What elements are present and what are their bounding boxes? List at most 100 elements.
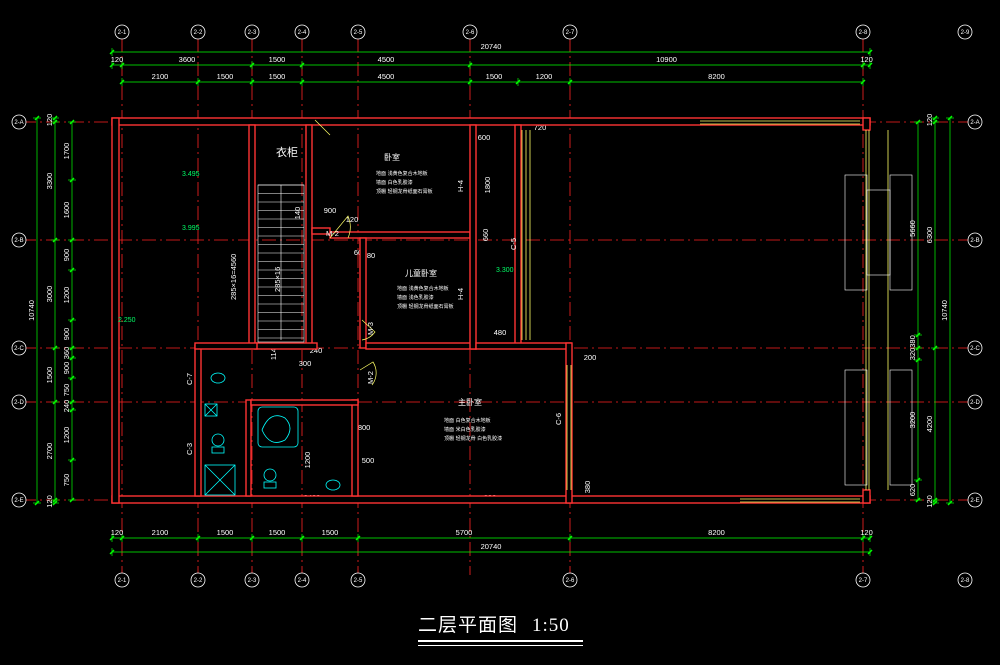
wall-bath-top2 <box>250 399 359 406</box>
window-label-c3: C-3 <box>185 443 194 455</box>
axis-top-2-label: 2-3 <box>248 30 257 36</box>
axis-bottom-4-label: 2-5 <box>354 578 363 584</box>
axis-bottom-7 <box>957 572 973 588</box>
toilet-icon-2 <box>263 468 277 482</box>
small-dim-11: 600 <box>478 133 491 142</box>
door-label-m3: M-3 <box>366 322 375 335</box>
left-inner-10: 750 <box>62 474 71 487</box>
title-text: 二层平面图 <box>418 614 519 636</box>
left-inner-1: 1600 <box>62 202 71 219</box>
axis-top-8-label: 2-9 <box>961 30 970 36</box>
small-dim-15: 380 <box>583 481 592 494</box>
windows <box>521 120 889 503</box>
label-h4b: H-4 <box>456 288 465 300</box>
left-inner-6: 900 <box>62 362 71 375</box>
master-note-2: 顶棚 轻钢龙骨 白色乳胶漆 <box>444 435 502 442</box>
top-row2-0: 2100 <box>152 72 169 81</box>
axis-left-1-label: 2-B <box>14 238 23 244</box>
wall-right-top <box>862 117 871 131</box>
small-dim-13: 720 <box>534 123 547 132</box>
axis-bottom-3 <box>294 572 310 588</box>
axis-top-6 <box>562 24 578 40</box>
staircase <box>257 184 305 343</box>
axis-right-3 <box>967 394 983 410</box>
wall-bath-outer <box>194 344 202 497</box>
sink-icon <box>210 372 226 384</box>
right-inner-0: 5660 <box>908 220 917 237</box>
left-inner-8: 240 <box>62 400 71 413</box>
kids-note-2: 顶棚 轻钢龙骨纸面石膏板 <box>397 303 454 310</box>
axis-top-3-label: 2-4 <box>298 30 307 36</box>
axis-right-0-label: 2-A <box>970 120 979 126</box>
top-row1-1: 3600 <box>179 55 196 64</box>
window-label-c6: C-6 <box>554 413 563 425</box>
wall-kids-bottom <box>365 342 477 350</box>
top-row2-1: 1500 <box>217 72 234 81</box>
axis-right-0 <box>967 114 983 130</box>
wall-right-bottom <box>862 489 871 504</box>
wall-master-top <box>475 342 572 350</box>
axis-top-4 <box>350 24 366 40</box>
wall-left <box>111 117 120 504</box>
balcony-planters <box>844 174 913 486</box>
walls <box>111 117 871 504</box>
top-row2-6: 8200 <box>708 72 725 81</box>
axis-left-0 <box>11 114 27 130</box>
wall-c5 <box>514 124 522 346</box>
wall-corridor <box>311 227 331 235</box>
small-dim-5: 60 <box>354 248 362 257</box>
axis-bottom-2 <box>244 572 260 588</box>
top-row1-2: 1500 <box>269 55 286 64</box>
kids-note-0: 地面 浅黄色复合木地板 <box>397 285 449 292</box>
window-label-c5: C-5 <box>509 238 518 250</box>
axis-bottom-1-label: 2-2 <box>194 578 203 584</box>
right-inner-2: 320 <box>908 348 917 361</box>
axis-bottom-0 <box>114 572 130 588</box>
right-outer-2: 4200 <box>925 416 934 433</box>
sink-icon-2 <box>325 479 341 491</box>
small-dim-1: 900 <box>324 206 337 215</box>
wall-kids-left <box>359 237 367 349</box>
left-inner-4: 900 <box>62 328 71 341</box>
wall-master-right <box>565 342 573 504</box>
window-label-c7: C-7 <box>185 373 194 385</box>
top-row2-5: 1200 <box>536 72 553 81</box>
small-dim-3: 140 <box>293 207 302 220</box>
left-outer-0: 120 <box>45 114 54 127</box>
left-inner-3: 1200 <box>62 287 71 304</box>
small-dim-18: 1200 <box>303 452 312 469</box>
left-outer-5: 120 <box>45 495 54 508</box>
small-dim-19: 1800 <box>354 423 371 432</box>
right-inner-1: 380 <box>908 335 917 348</box>
axis-bottom-5 <box>562 572 578 588</box>
wall-bath-mid <box>245 399 252 497</box>
axis-left-1 <box>11 232 27 248</box>
small-dim-2: 120 <box>346 215 359 224</box>
axis-left-2-label: 2-C <box>14 346 24 352</box>
axis-bottom-2-label: 2-3 <box>248 578 257 584</box>
bottom-row1-6: 8200 <box>708 528 725 537</box>
small-dim-9: 1800 <box>483 177 492 194</box>
axis-top-8 <box>957 24 973 40</box>
level-mark-4: 2.250 <box>118 317 136 324</box>
wall-stair-right <box>305 124 313 348</box>
bottom-row1-2: 1500 <box>217 528 234 537</box>
axis-bottom-7-label: 2-8 <box>961 578 970 584</box>
axis-top-0 <box>114 24 130 40</box>
axis-right-1 <box>967 232 983 248</box>
axis-left-3-label: 2-D <box>14 400 24 406</box>
axis-top-6-label: 2-7 <box>566 30 575 36</box>
room-bedroom: 卧室 <box>384 152 400 162</box>
top-total-0: 20740 <box>481 42 502 51</box>
room-master-bedroom: 主卧室 <box>458 397 482 407</box>
room-wardrobe: 衣柜 <box>276 145 298 159</box>
axis-bottom-4 <box>350 572 366 588</box>
bottom-row1-0: 120 <box>111 528 124 537</box>
axis-left-2 <box>11 340 27 356</box>
bedroom-note-0: 地面 浅黄色复合木地板 <box>376 170 428 177</box>
left-total-0: 10740 <box>27 300 36 321</box>
left-inner-7: 750 <box>62 384 71 397</box>
axis-bottom-3-label: 2-4 <box>298 578 307 584</box>
